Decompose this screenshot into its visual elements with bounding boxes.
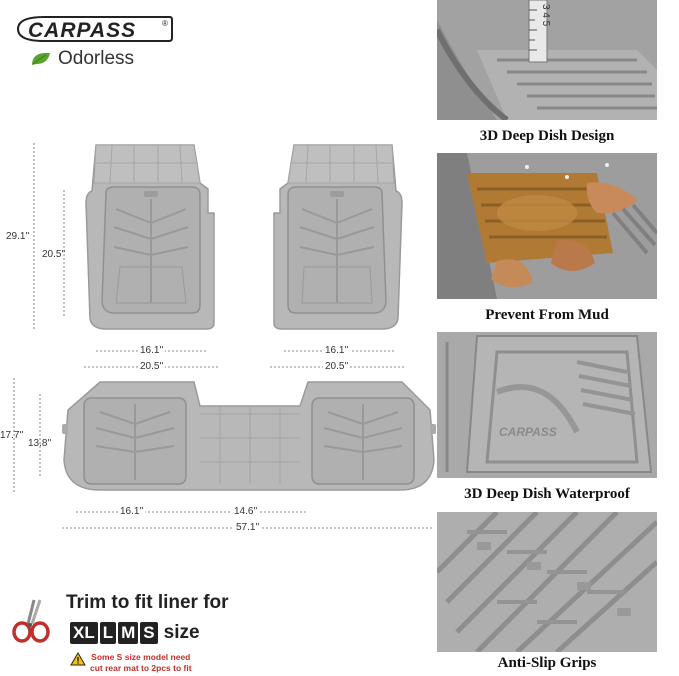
front-left-width-inner: 16.1'' [138,345,166,356]
size-warning: Some S size model need cut rear mat to 2… [70,652,192,674]
feature-panel-anti-slip [437,512,657,652]
trim-title: Trim to fit liner for [66,592,229,613]
size-badge-s: S [140,622,158,644]
front-left-width-total: 20.5'' [138,361,166,372]
front-left-mat [85,144,215,330]
size-badges: XL L M S size [70,622,200,644]
odorless-label: Odorless [58,48,135,69]
rear-height-inner: 13.8'' [28,438,52,449]
front-height-inner: 20.5'' [42,249,66,260]
front-right-width-inner: 16.1'' [323,345,351,356]
scissors-icon [12,599,50,643]
front-height-total: 29.1'' [6,231,30,242]
size-badge-m: M [118,622,139,644]
registered-mark: ® [162,19,168,28]
anti-slip-photo [437,512,657,652]
warning-line-2: cut rear mat to 2pcs to fit [90,663,192,673]
size-badge-xl: XL [70,622,98,644]
caption-prevent-mud: Prevent From Mud [485,307,609,323]
size-word: size [163,622,200,643]
caption-waterproof: 3D Deep Dish Waterproof [464,486,630,502]
caption-anti-slip: Anti-Slip Grips [497,655,597,671]
waterproof-stamp: CARPASS [499,425,557,439]
mud-photo [437,153,657,299]
warning-icon [70,652,86,666]
front-right-width-total: 20.5'' [323,361,351,372]
rear-width-right: 14.6'' [232,506,260,517]
rear-width-total: 57.1'' [234,522,262,533]
caption-deep-dish-design: 3D Deep Dish Design [479,128,615,144]
feature-panel-waterproof: CARPASS [437,332,657,478]
feature-panel-deep-dish: 3 4 5 [437,0,657,120]
rear-mat [62,381,436,491]
front-right-mat [273,144,403,330]
warning-line-1: Some S size model need [91,652,191,662]
brand-name: CARPASS [28,19,136,42]
deep-dish-photo: 3 4 5 [437,0,657,120]
ruler-marks: 3 4 5 [540,4,551,27]
odorless-badge: Odorless [30,48,134,70]
size-badge-l: L [99,622,117,644]
rear-width-left: 16.1'' [118,506,146,517]
leaf-icon [32,53,50,65]
rear-height-total: 17.7'' [0,430,24,441]
brand-logo: CARPASS ® [14,14,174,44]
waterproof-photo: CARPASS [437,332,657,478]
feature-panel-mud [437,153,657,299]
